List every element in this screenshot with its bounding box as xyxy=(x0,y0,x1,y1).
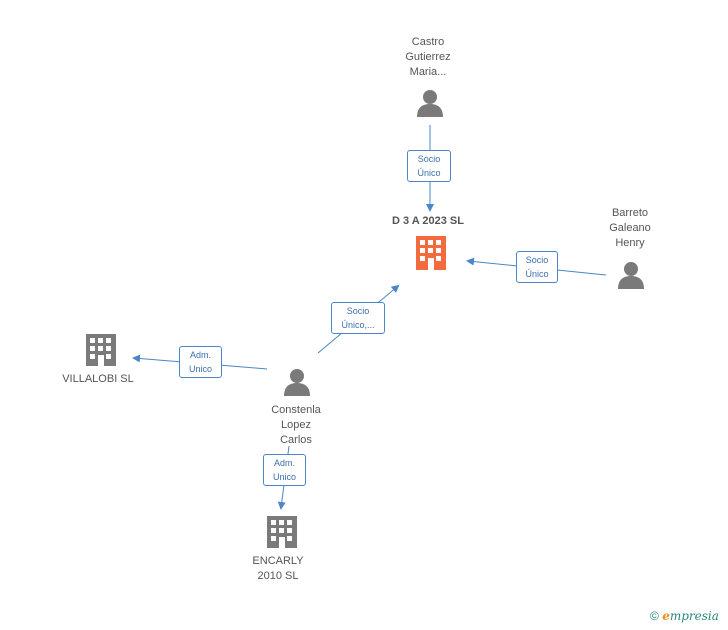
company-building-icon[interactable] xyxy=(86,334,116,366)
node-label-barreto[interactable]: Barreto Galeano Henry xyxy=(609,207,651,249)
edge-label-constenla-villalobi[interactable]: Adm. Unico xyxy=(179,346,222,378)
node-label-encarly[interactable]: ENCARLY 2010 SL xyxy=(252,555,304,582)
empresia-logo: © empresia xyxy=(650,609,719,623)
brand-name: empresia xyxy=(662,609,719,623)
edge-label-constenla-encarly[interactable]: Adm. Unico xyxy=(263,454,306,486)
node-label-center-company[interactable]: D 3 A 2023 SL xyxy=(392,215,464,227)
node-label-villalobi[interactable]: VILLALOBI SL xyxy=(62,373,134,385)
person-icon[interactable] xyxy=(618,262,644,289)
person-icon[interactable] xyxy=(417,90,443,117)
edge-label-barreto-center[interactable]: Socio Único xyxy=(516,251,558,283)
person-icon[interactable] xyxy=(284,369,310,396)
node-label-castro[interactable]: Castro Gutierrez Maria... xyxy=(405,36,451,78)
node-label-constenla[interactable]: Constenla Lopez Carlos xyxy=(271,404,321,446)
company-building-icon[interactable] xyxy=(416,236,446,270)
edge-label-constenla-center[interactable]: Socio Único,... xyxy=(331,302,385,334)
copyright-icon: © xyxy=(650,609,659,623)
company-building-icon[interactable] xyxy=(267,516,297,548)
edge-label-castro-center[interactable]: Socio Único xyxy=(407,150,451,182)
